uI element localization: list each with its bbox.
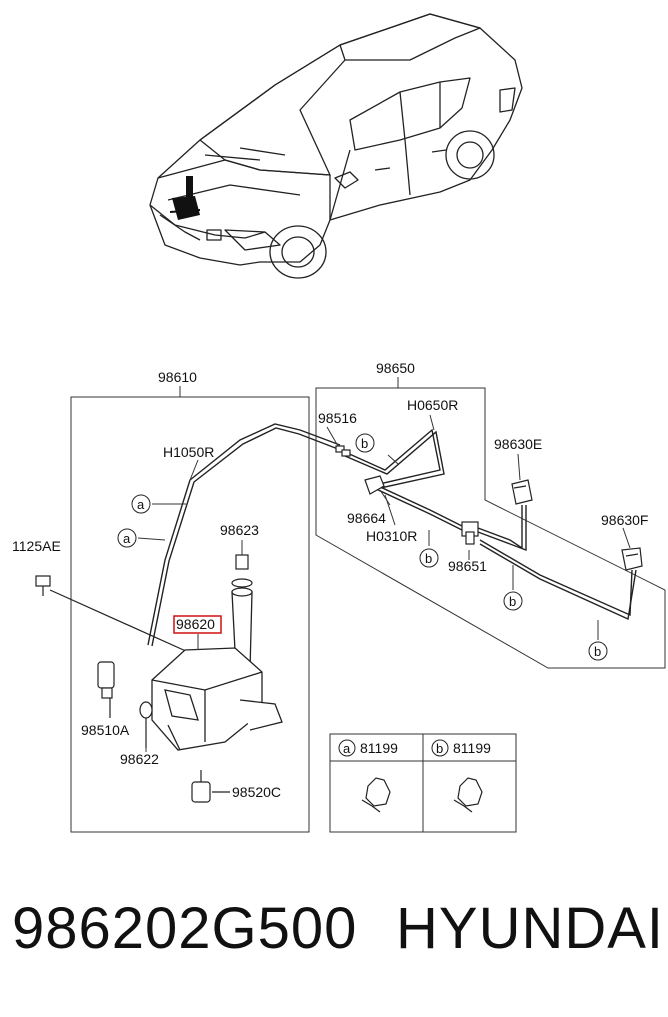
- svg-text:b: b: [361, 436, 368, 451]
- label-98620: 98620: [176, 616, 215, 632]
- legend-b-marker: b: [436, 741, 443, 756]
- cap-98623: [231, 554, 253, 588]
- footer: 986202G500 HYUNDAI: [0, 895, 668, 985]
- connector-98516: [335, 445, 351, 457]
- clip-b-icon: [453, 777, 483, 813]
- svg-text:a: a: [137, 497, 145, 512]
- label-98623: 98623: [220, 522, 259, 538]
- svg-text:b: b: [425, 551, 432, 566]
- clip-legend-table: a 81199 b 81199: [329, 733, 517, 833]
- label-1125ae: 1125AE: [12, 538, 61, 554]
- label-98651: 98651: [448, 558, 487, 574]
- reservoir-in-car: [169, 176, 201, 220]
- car-illustration: [149, 13, 523, 279]
- highlight-box-98620: [173, 615, 222, 634]
- hoses: [147, 423, 637, 647]
- svg-text:b: b: [509, 594, 516, 609]
- label-h0310r: H0310R: [366, 528, 417, 544]
- pump-98510a: [97, 661, 115, 718]
- group-98650-frame: [315, 387, 666, 669]
- callout-b-4: b: [588, 641, 608, 661]
- label-98630e: 98630E: [494, 436, 542, 452]
- legend-b-code: 81199: [453, 740, 491, 756]
- label-98520c: 98520C: [232, 784, 281, 800]
- parts-diagram: 98610 98650 98516 H0650R 98630E H1050R 1…: [12, 13, 666, 833]
- joint-98664: [364, 475, 385, 495]
- clip-a-icon: [361, 777, 391, 813]
- bolt-1125ae: [35, 575, 189, 653]
- svg-text:a: a: [123, 531, 131, 546]
- label-98610: 98610: [158, 369, 197, 385]
- valve-98651: [461, 521, 479, 545]
- callout-b-1: b: [355, 433, 375, 453]
- legend-a-marker: a: [343, 741, 351, 756]
- nozzle-98630f: [621, 547, 643, 571]
- group-98610-frame: [70, 396, 310, 833]
- brand-name: HYUNDAI: [396, 896, 665, 961]
- label-98622: 98622: [120, 751, 159, 767]
- grommet-98622: [139, 701, 153, 748]
- label-98664: 98664: [347, 510, 386, 526]
- svg-text:b: b: [594, 644, 601, 659]
- leader-lines: [137, 414, 631, 752]
- label-98510a: 98510A: [81, 722, 130, 738]
- label-h0650r: H0650R: [407, 397, 458, 413]
- label-98516: 98516: [318, 410, 357, 426]
- callout-a-2: a: [117, 528, 137, 548]
- label-h1050r: H1050R: [163, 444, 214, 460]
- label-98650: 98650: [376, 360, 415, 376]
- label-98630f: 98630F: [601, 512, 648, 528]
- callout-b-2: b: [419, 548, 439, 568]
- sensor-98520c: [191, 770, 230, 803]
- part-number: 986202G500: [12, 896, 358, 961]
- callout-b-3: b: [503, 591, 523, 611]
- reservoir-98620: [151, 587, 283, 751]
- legend-a-code: 81199: [360, 740, 398, 756]
- nozzle-98630e: [511, 479, 533, 505]
- callout-a-1: a: [131, 494, 151, 514]
